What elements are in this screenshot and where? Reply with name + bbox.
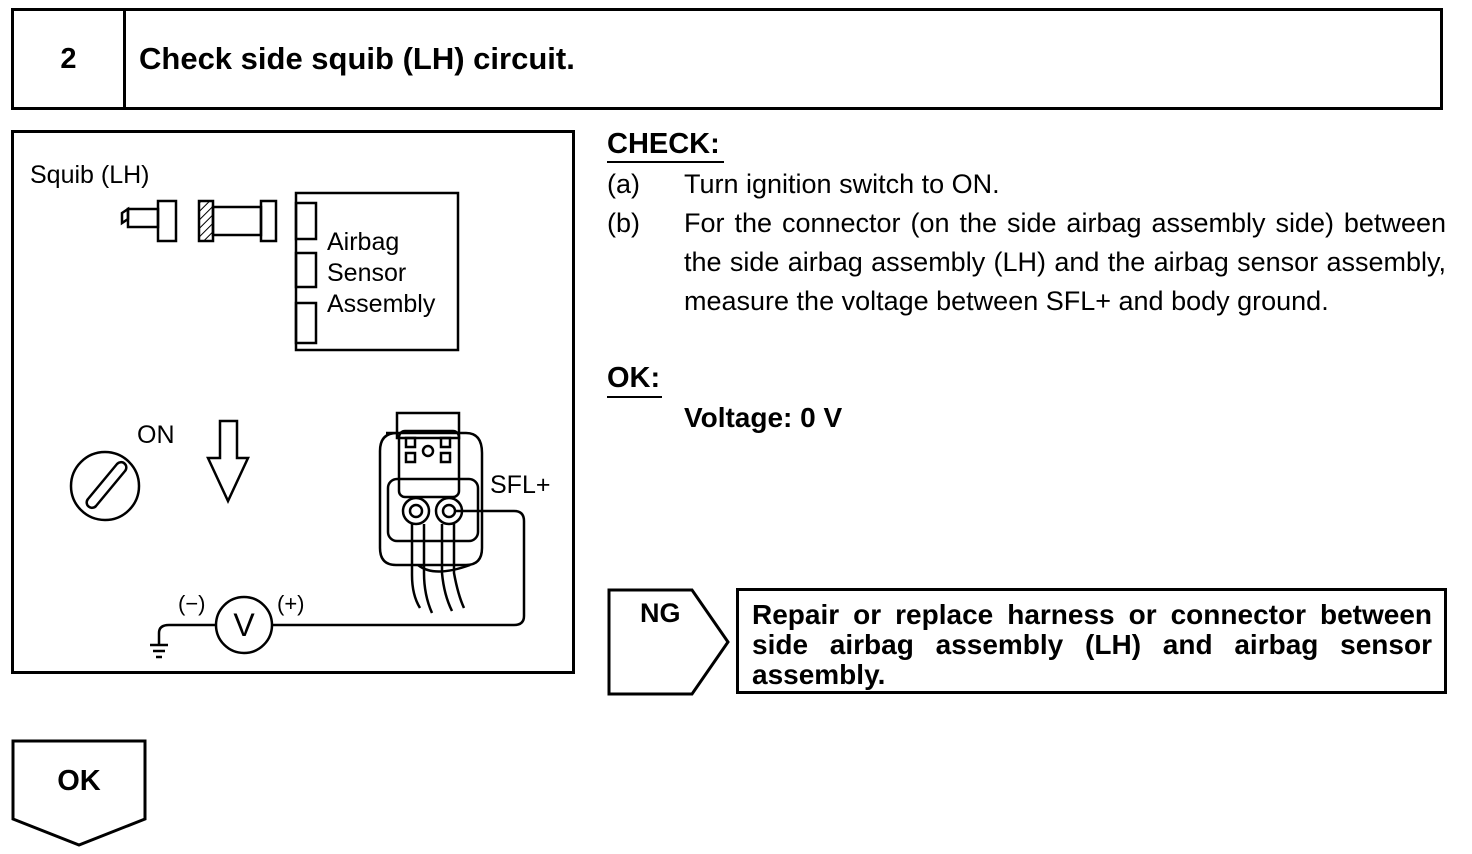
meter-plus-label: (+) xyxy=(277,591,305,616)
sensor-label-line-3: Assembly xyxy=(327,290,436,318)
step-number: 2 xyxy=(14,11,126,107)
check-item-a-label: (a) xyxy=(607,169,640,199)
meter-minus-label: (−) xyxy=(178,591,206,616)
meter-symbol: V xyxy=(233,607,255,643)
ok-spec-heading-rule xyxy=(607,396,662,398)
step-title: Check side squib (LH) circuit. xyxy=(139,41,575,76)
ok-arrow-tag xyxy=(11,739,147,847)
check-item-b-text: For the connector (on the side airbag as… xyxy=(684,208,1446,316)
sensor-label-line-1: Airbag xyxy=(327,228,400,256)
check-heading: CHECK: xyxy=(607,128,720,160)
check-item-b-label: (b) xyxy=(607,208,640,238)
sensor-label-line-2: Sensor xyxy=(327,259,407,287)
ignition-on-label: ON xyxy=(137,421,175,449)
check-item-a-text: Turn ignition switch to ON. xyxy=(684,169,1000,199)
circuit-drawing xyxy=(69,191,526,659)
terminal-sfl-plus-label: SFL+ xyxy=(490,471,551,499)
ok-label: OK xyxy=(57,765,101,797)
ng-action-text: Repair or replace harness or connector b… xyxy=(752,599,1432,690)
voltmeter-icon xyxy=(214,595,274,655)
meter-wiring xyxy=(150,509,526,659)
ng-label: NG xyxy=(640,598,681,628)
ok-spec-heading: OK: xyxy=(607,362,661,394)
ng-arrow-tag xyxy=(607,588,730,696)
squib-connector-icon xyxy=(120,199,278,243)
step-header: 2 Check side squib (LH) circuit. xyxy=(11,8,1443,110)
connector-face-icon xyxy=(378,411,484,614)
check-heading-rule xyxy=(607,161,724,163)
spec-voltage-value: Voltage: 0 V xyxy=(684,402,843,433)
arrow-down-icon xyxy=(206,419,250,504)
ignition-switch-icon xyxy=(69,450,141,522)
squib-label: Squib (LH) xyxy=(30,161,150,189)
circuit-illustration: Squib (LH) Airbag Sensor Assembly ON SFL… xyxy=(11,130,575,674)
ng-action-box: Repair or replace harness or connector b… xyxy=(736,588,1447,694)
airbag-sensor-assembly-icon xyxy=(294,191,460,352)
